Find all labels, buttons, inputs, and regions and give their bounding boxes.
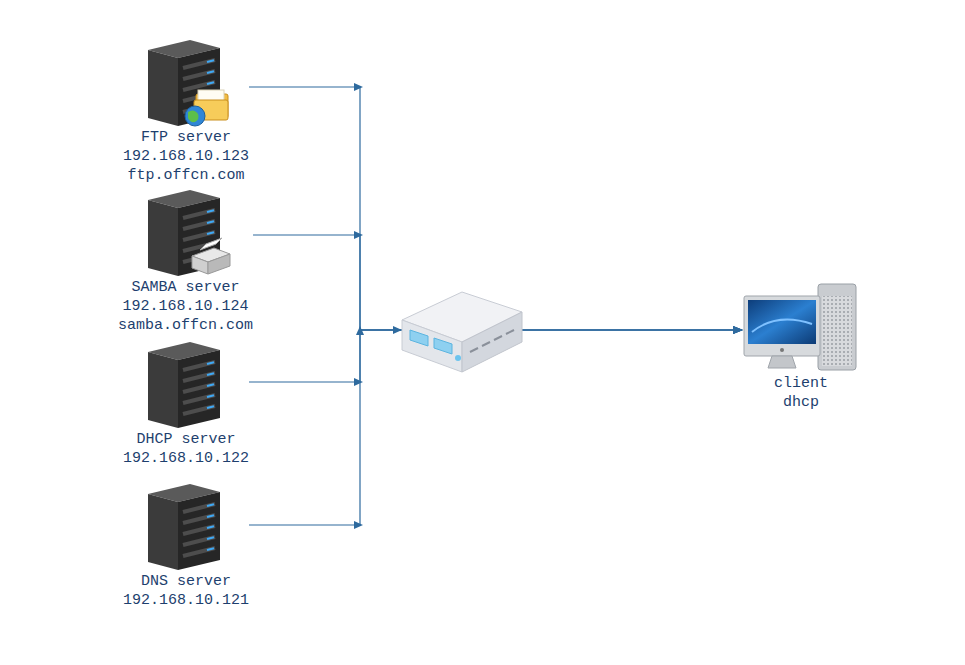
server-icon bbox=[140, 188, 232, 278]
node-label: client bbox=[774, 374, 828, 393]
server-icon bbox=[140, 38, 232, 128]
node-label: DNS server bbox=[141, 572, 231, 591]
node-label: 192.168.10.124 bbox=[123, 297, 249, 316]
network-link bbox=[249, 330, 742, 525]
node-label: FTP server bbox=[141, 128, 231, 147]
node-label: SAMBA server bbox=[132, 278, 240, 297]
server-node: DNS server192.168.10.121 bbox=[123, 482, 249, 610]
node-label: dhcp bbox=[783, 393, 819, 412]
server-icon bbox=[140, 340, 232, 430]
node-label: ftp.offcn.com bbox=[128, 166, 245, 185]
client-computer-icon bbox=[742, 282, 860, 374]
node-label: 192.168.10.122 bbox=[123, 449, 249, 468]
server-node: SAMBA server192.168.10.124samba.offcn.co… bbox=[118, 188, 253, 335]
client-node: clientdhcp bbox=[742, 282, 860, 412]
bus-arrowheads bbox=[354, 83, 402, 529]
network-link bbox=[249, 87, 742, 330]
server-node: FTP server192.168.10.123ftp.offcn.com bbox=[123, 38, 249, 185]
node-label: DHCP server bbox=[137, 430, 236, 449]
server-icon bbox=[140, 482, 232, 572]
server-node: DHCP server192.168.10.122 bbox=[123, 340, 249, 468]
network-switch bbox=[402, 292, 522, 372]
node-label: 192.168.10.121 bbox=[123, 591, 249, 610]
node-label: 192.168.10.123 bbox=[123, 147, 249, 166]
node-label: samba.offcn.com bbox=[118, 316, 253, 335]
